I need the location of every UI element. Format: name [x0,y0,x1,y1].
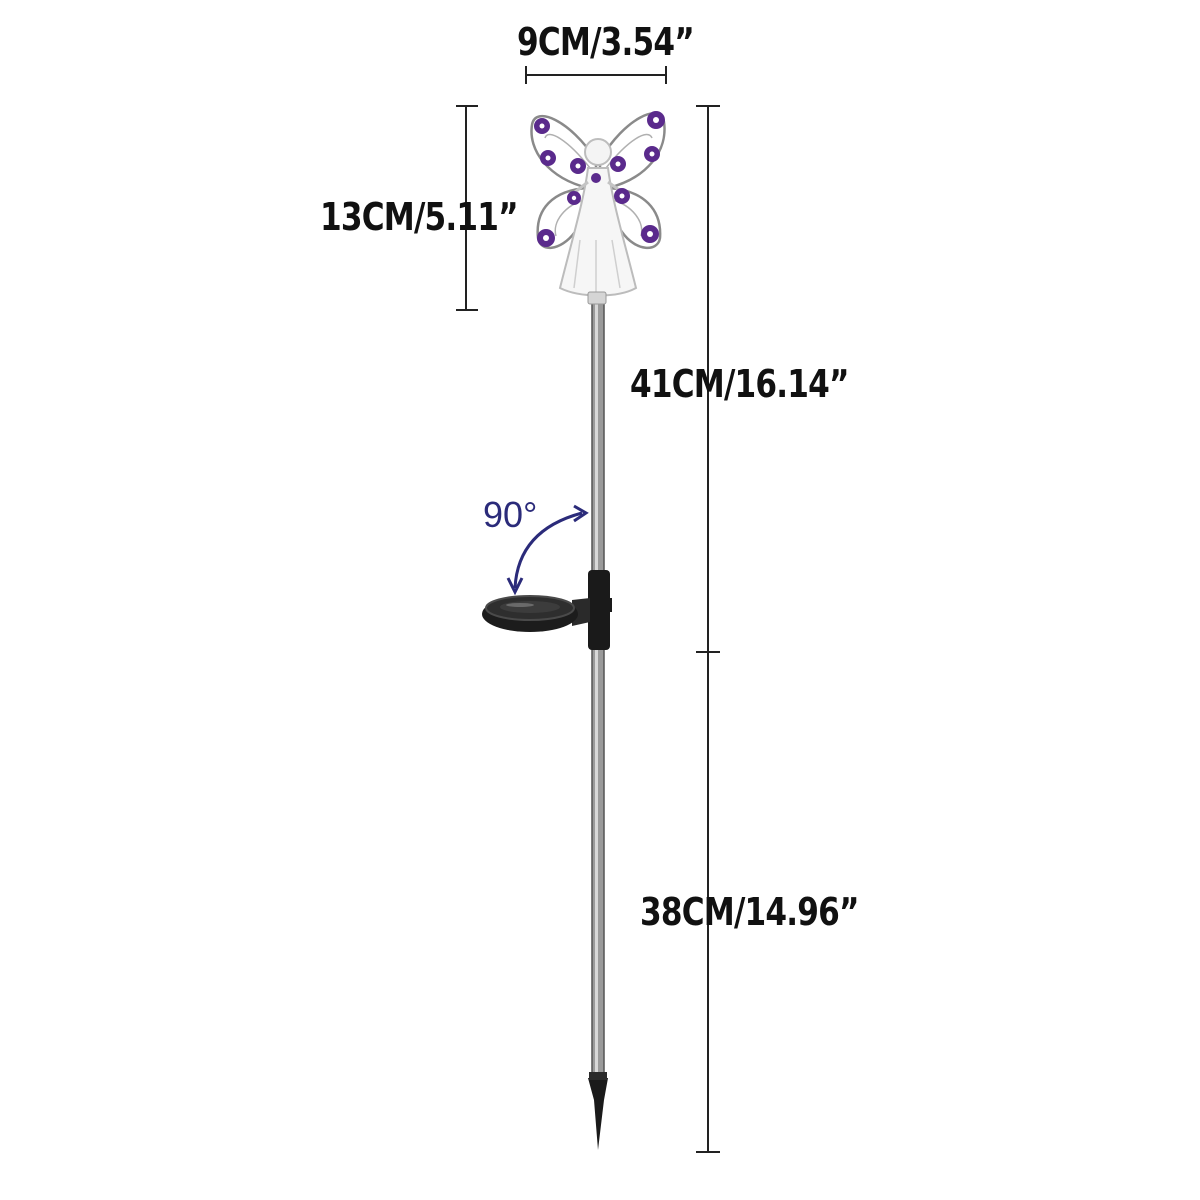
rotation-arrow-icon [506,504,589,596]
head-height-dimension-line [456,105,478,311]
stake-pole [591,299,605,1081]
upper-length-label: 41CM/16.14” [630,362,849,406]
solar-panel [482,570,612,650]
head-height-label: 13CM/5.11” [320,195,519,239]
ground-spike [588,1072,608,1150]
rotation-angle-label: 90° [483,494,538,535]
width-label: 9CM/3.54” [517,20,695,64]
butterfly-fairy-icon [530,111,666,305]
total-length-dimension-line [696,105,720,1153]
lower-length-label: 38CM/14.96” [640,890,859,934]
width-dimension-line [525,66,667,84]
